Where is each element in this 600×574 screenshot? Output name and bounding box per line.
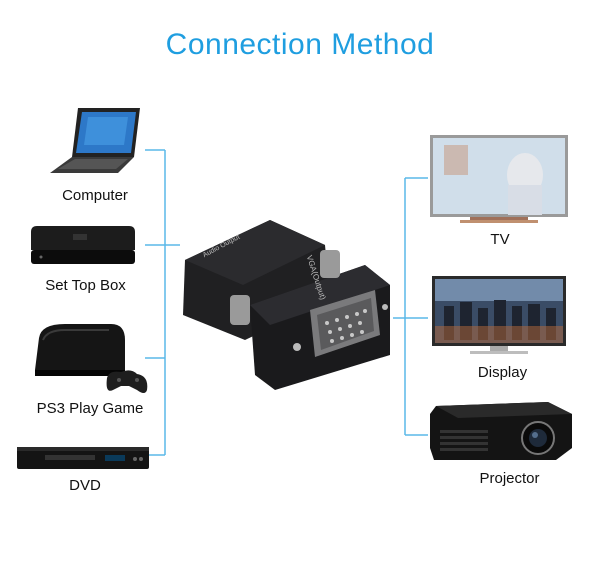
- display-device: [432, 276, 567, 361]
- dvd-player-icon: [17, 447, 149, 469]
- vga-adapter: VGA(Output) Audio Output: [175, 205, 400, 395]
- tv-icon: [430, 135, 568, 223]
- projector-icon: [430, 402, 572, 460]
- adapter-icon: [183, 220, 390, 390]
- source-label-computer: Computer: [62, 187, 128, 204]
- monitor-icon: [432, 276, 566, 354]
- source-label-ps3: PS3 Play Game: [36, 400, 144, 417]
- source-label-dvd: DVD: [69, 477, 101, 494]
- projector-device: [428, 398, 576, 469]
- laptop-icon: [50, 108, 140, 173]
- ps3-device: [25, 318, 155, 403]
- source-label-set-top-box: Set Top Box: [45, 277, 126, 294]
- output-label-tv: TV: [490, 231, 510, 248]
- game-console-icon: [35, 324, 148, 393]
- tv-device: [430, 135, 570, 232]
- output-label-display: Display: [477, 364, 528, 381]
- page-title: Connection Method: [165, 28, 435, 61]
- set-top-box-icon: [31, 226, 135, 264]
- set-top-box-device: [25, 222, 140, 277]
- computer-device: [48, 105, 143, 180]
- dvd-device: [15, 443, 155, 478]
- output-label-projector: Projector: [479, 470, 540, 487]
